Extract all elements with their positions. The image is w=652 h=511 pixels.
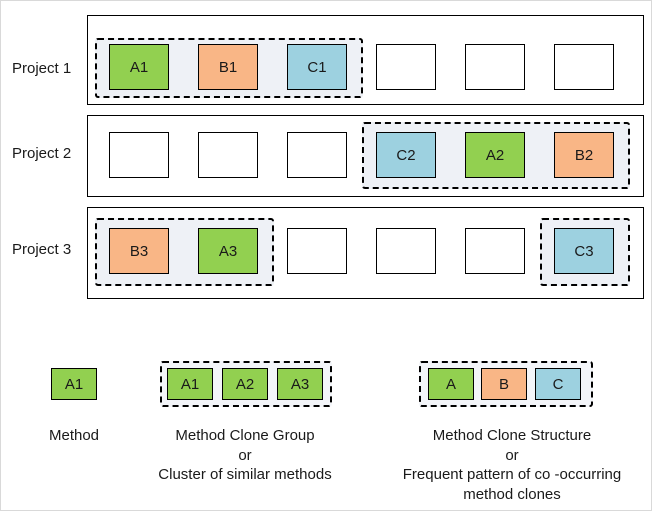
method-box: A2 (465, 132, 525, 178)
legend-clone-group-caption: Method Clone Group or Cluster of similar… (158, 426, 331, 485)
empty-method-box (109, 132, 169, 178)
method-box: B1 (198, 44, 258, 90)
method-box: A1 (109, 44, 169, 90)
empty-method-box (465, 228, 525, 274)
method-box: C1 (287, 44, 347, 90)
method-box: C3 (554, 228, 614, 274)
caption-line: or (238, 446, 252, 464)
empty-method-box (376, 44, 436, 90)
legend-clone-structure-box: B (481, 368, 527, 400)
empty-method-box (554, 44, 614, 90)
legend-clone-structure-caption: Method Clone Structure or Frequent patte… (403, 426, 621, 504)
method-box: B2 (554, 132, 614, 178)
method-box: A3 (198, 228, 258, 274)
legend-clone-group-box: A1 (167, 368, 213, 400)
project-3-label: Project 3 (12, 241, 72, 258)
method-box: B3 (109, 228, 169, 274)
project-1-label: Project 1 (12, 60, 72, 77)
caption-line: Method Clone Structure (432, 427, 592, 444)
legend-clone-structure-box: A (428, 368, 474, 400)
legend-clone-structure-box: C (535, 368, 581, 400)
caption-line: method clones (463, 485, 561, 503)
project-2-label: Project 2 (12, 145, 72, 162)
caption-line: Cluster of similar methods (158, 466, 332, 483)
empty-method-box (198, 132, 258, 178)
empty-method-box (287, 132, 347, 178)
empty-method-box (287, 228, 347, 274)
caption-line: or (505, 446, 519, 464)
empty-method-box (465, 44, 525, 90)
caption-line: Method Clone Group (175, 427, 315, 444)
legend-method-caption: Method (48, 427, 100, 444)
empty-method-box (376, 228, 436, 274)
legend-clone-group-box: A3 (277, 368, 323, 400)
legend-clone-group-box: A2 (222, 368, 268, 400)
method-box: C2 (376, 132, 436, 178)
caption-line: Frequent pattern of co -occurring (402, 466, 622, 483)
legend-method-box: A1 (51, 368, 97, 400)
